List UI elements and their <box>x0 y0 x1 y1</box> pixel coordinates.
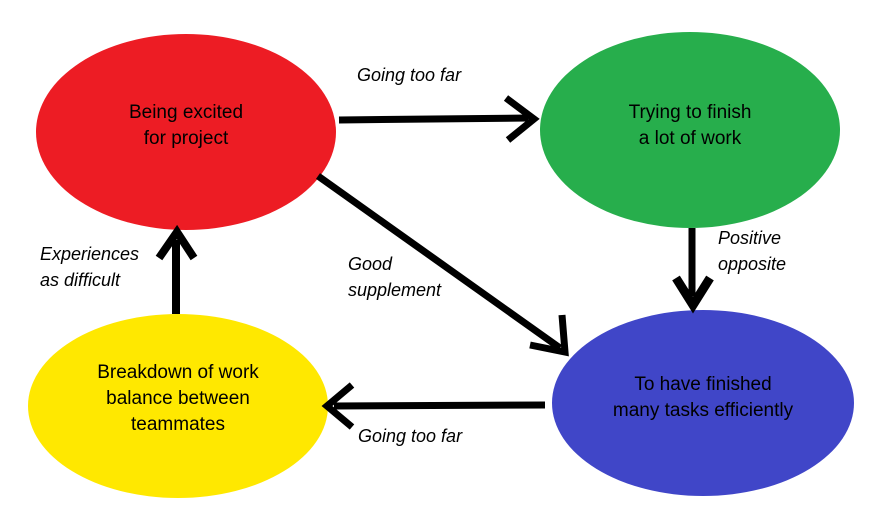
node-ellipse-blue[interactable] <box>552 310 854 496</box>
arrow-red-to-blue <box>315 173 569 357</box>
arrow-red-to-green <box>338 95 540 143</box>
node-ellipse-yellow[interactable] <box>28 314 328 498</box>
node-ellipse-green[interactable] <box>540 32 840 228</box>
node-ellipse-red[interactable] <box>36 34 336 230</box>
arrow-blue-to-yellow <box>321 382 546 430</box>
edge-label-blue-to-yellow: Going too far <box>358 426 463 446</box>
edge-label-red-to-green: Going too far <box>357 65 462 85</box>
arrow-green-to-blue <box>672 228 714 314</box>
edge-label-red-to-blue: Good supplement <box>348 254 442 300</box>
edge-label-yellow-to-red: Experiences as difficult <box>40 244 140 290</box>
arrow-yellow-to-red <box>155 224 198 314</box>
edge-label-green-to-blue: Positive opposite <box>718 228 787 274</box>
